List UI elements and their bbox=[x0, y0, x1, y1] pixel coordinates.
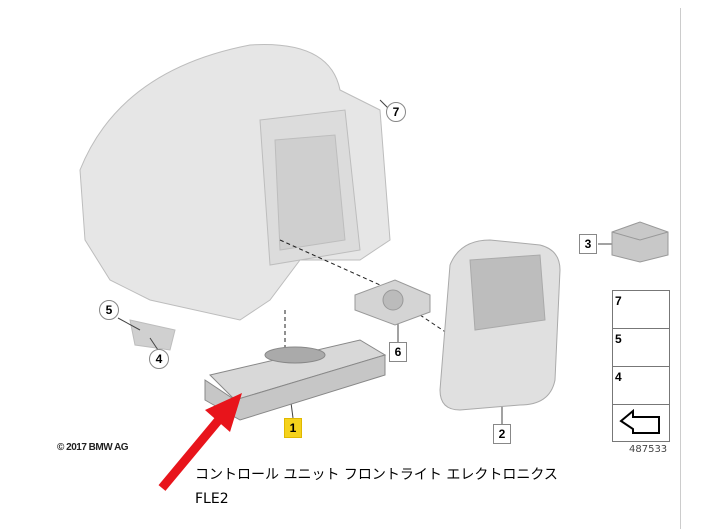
caption: コントロール ユニット フロントライト エレクトロニクス FLE2 bbox=[195, 463, 558, 511]
direction-arrow-icon bbox=[619, 409, 660, 434]
kit-item-7[interactable]: 7 bbox=[613, 291, 669, 329]
caption-title: コントロール ユニット フロントライト エレクトロニクス bbox=[195, 467, 558, 483]
callout-3[interactable]: 3 bbox=[579, 234, 597, 254]
diagram-number: 487533 bbox=[629, 444, 668, 455]
part-2-frame bbox=[439, 239, 561, 411]
caption-subtitle: FLE2 bbox=[195, 491, 229, 507]
kit-item-4[interactable]: 4 bbox=[613, 367, 669, 405]
callout-5[interactable]: 5 bbox=[99, 300, 119, 320]
callout-6[interactable]: 6 bbox=[389, 342, 407, 362]
callout-2[interactable]: 2 bbox=[493, 424, 511, 444]
part-6-fan bbox=[354, 279, 431, 326]
divider bbox=[680, 8, 681, 529]
kit-panel: 7 5 4 bbox=[612, 290, 670, 442]
kit-item-5[interactable]: 5 bbox=[613, 329, 669, 367]
callout-1[interactable]: 1 bbox=[284, 418, 302, 438]
copyright: © 2017 BMW AG bbox=[57, 442, 129, 453]
red-arrow-icon bbox=[158, 393, 242, 491]
part-3-box bbox=[611, 221, 669, 263]
headlight-housing bbox=[79, 44, 391, 351]
callout-7[interactable]: 7 bbox=[386, 102, 406, 122]
callout-4[interactable]: 4 bbox=[149, 349, 169, 369]
